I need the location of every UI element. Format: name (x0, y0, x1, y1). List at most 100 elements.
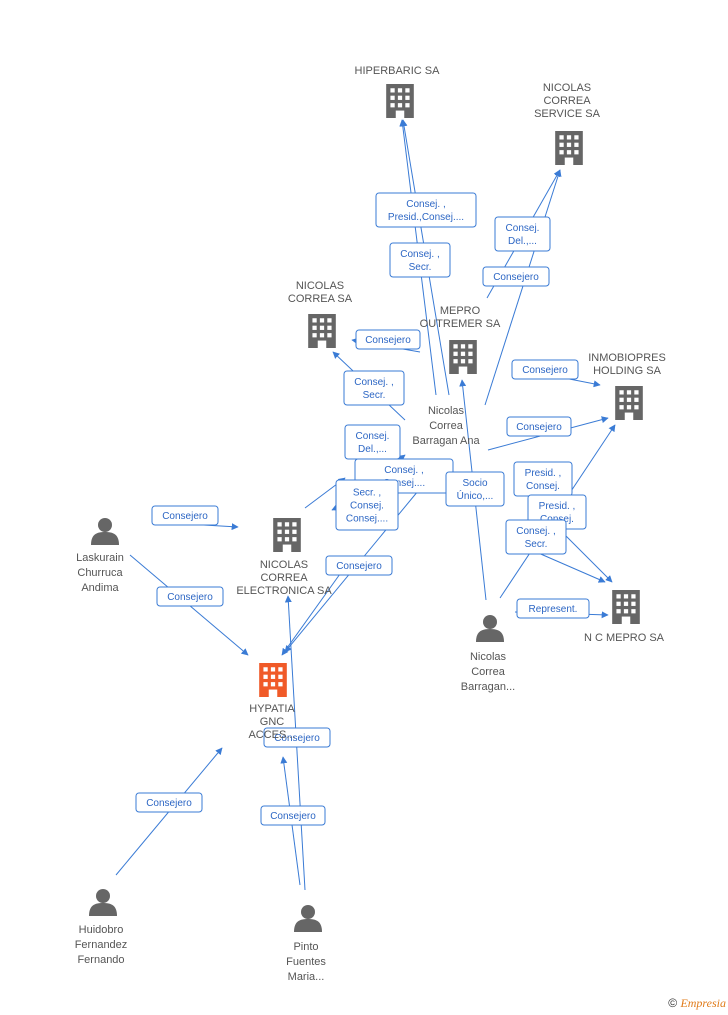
edge-label-text: Consej. (350, 501, 384, 512)
node-pinto[interactable]: PintoFuentesMaria... (286, 905, 326, 983)
edge-label[interactable]: Consejero (325, 555, 393, 576)
edge-label-box (445, 471, 505, 507)
edge-label[interactable]: Consejero (506, 416, 572, 437)
edge-label-text: Del.,... (508, 236, 537, 247)
node-hypatia[interactable]: HYPATIAGNCACCES... (248, 663, 296, 741)
edge-label[interactable]: Consej.Del.,... (344, 424, 401, 460)
edge-label[interactable]: Consejero (355, 329, 421, 350)
edge-label-text: Consej. (506, 223, 540, 234)
person-icon (476, 615, 504, 642)
node-label-line: CORREA (543, 95, 591, 107)
edge-label-text: Presid. , (539, 501, 576, 512)
edge-line (557, 527, 613, 583)
edge-label[interactable]: Consejero (151, 505, 219, 526)
node-label-line: CORREA SA (288, 293, 353, 305)
copyright-symbol: © (668, 996, 678, 1010)
node-hiperbaric[interactable]: HIPERBARIC SA (355, 65, 441, 118)
node-label-line: INMOBIOPRES (588, 352, 666, 364)
edge-label-text: Consejero (336, 561, 382, 572)
node-label-line: Nicolas (470, 651, 507, 663)
node-ncb[interactable]: NicolasCorreaBarragan... (461, 615, 515, 693)
node-label-line: Nicolas (428, 405, 465, 417)
building-icon (259, 663, 287, 697)
brand-logo[interactable]: Empresia (680, 996, 726, 1010)
building-icon (449, 340, 477, 374)
node-label-line: CORREA (260, 572, 308, 584)
node-label-line: ELECTRONICA SA (236, 585, 332, 597)
edge-label-text: Socio (462, 478, 487, 489)
building-icon (555, 131, 583, 165)
edge-label[interactable]: Consejero (156, 586, 224, 607)
edge-label[interactable]: Consej. ,Secr. (389, 242, 451, 278)
edge-label-text: Consejero (522, 365, 568, 376)
edge-label-box (511, 359, 579, 380)
edge-label[interactable]: Consejero (263, 727, 331, 748)
node-label-line: N C MEPRO SA (584, 632, 665, 644)
edge-label[interactable]: Consej. ,Secr. (505, 519, 567, 555)
node-label-line: ACCES... (248, 729, 295, 741)
node-label-line: GNC (260, 716, 285, 728)
edge-label-text: Secr. (525, 539, 548, 550)
edge-label[interactable]: Consejero (511, 359, 579, 380)
edge-label-text: Secr. (363, 390, 386, 401)
edge-label-box (355, 329, 421, 350)
node-label-line: Pinto (293, 941, 318, 953)
edge-label[interactable]: Consejero (260, 805, 326, 826)
edge-label-box (389, 242, 451, 278)
edge-label-box (135, 792, 203, 813)
edge-label-box (151, 505, 219, 526)
edge-label[interactable]: Consejero (135, 792, 203, 813)
edge-label-box (516, 598, 590, 619)
edge-label-box (263, 727, 331, 748)
edge-label[interactable]: SocioÚnico,... (445, 471, 505, 507)
node-label-line: Fernando (77, 954, 124, 966)
node-label-line: SERVICE SA (534, 108, 600, 120)
edge-label-box (335, 479, 399, 531)
edge-label[interactable]: Secr. ,Consej.Consej.... (335, 479, 399, 531)
building-icon (612, 590, 640, 624)
node-label-line: Barragan... (461, 681, 515, 693)
edge-label-text: Consej. , (406, 199, 445, 210)
edge-label-text: Consej. , (400, 249, 439, 260)
building-icon (273, 518, 301, 552)
edge-label[interactable]: Consej. Del.,... (494, 216, 551, 252)
edge-label-box (494, 216, 551, 252)
edge-label[interactable]: Consej. ,Presid.,Consej.... (375, 192, 477, 228)
edge-label-box (156, 586, 224, 607)
edge-label[interactable]: Consej. ,Secr. (343, 370, 405, 406)
node-label-line: MEPRO (440, 305, 481, 317)
person-icon (89, 889, 117, 916)
edge-label-text: Presid. , (525, 468, 562, 479)
node-label-line: Barragan Ana (412, 435, 480, 447)
edge-label[interactable]: Presid. ,Consej. (513, 461, 573, 497)
edge-label-text: Único,... (457, 489, 494, 502)
edge-label-text: Secr. , (353, 488, 381, 499)
node-label-line: Churruca (77, 567, 123, 579)
node-label-line: Correa (429, 420, 464, 432)
node-label-line: NICOLAS (296, 280, 344, 292)
footer: © Empresia (668, 996, 726, 1011)
edge-label-text: Consejero (274, 733, 320, 744)
node-label-line: Laskurain (76, 552, 124, 564)
node-label-line: HOLDING SA (593, 365, 662, 377)
edge-label-box (505, 519, 567, 555)
edge-label[interactable]: Consejero (482, 266, 550, 287)
node-label-line: HIPERBARIC SA (355, 65, 441, 77)
edge-label-text: Consejero (270, 811, 316, 822)
node-nc-mepro[interactable]: N C MEPRO SA (584, 590, 665, 644)
edge-label[interactable]: Represent. (516, 598, 590, 619)
edge-label-text: Consejero (516, 422, 562, 433)
edge-line (484, 169, 562, 406)
edge-label-box (325, 555, 393, 576)
node-label-line: Correa (471, 666, 506, 678)
